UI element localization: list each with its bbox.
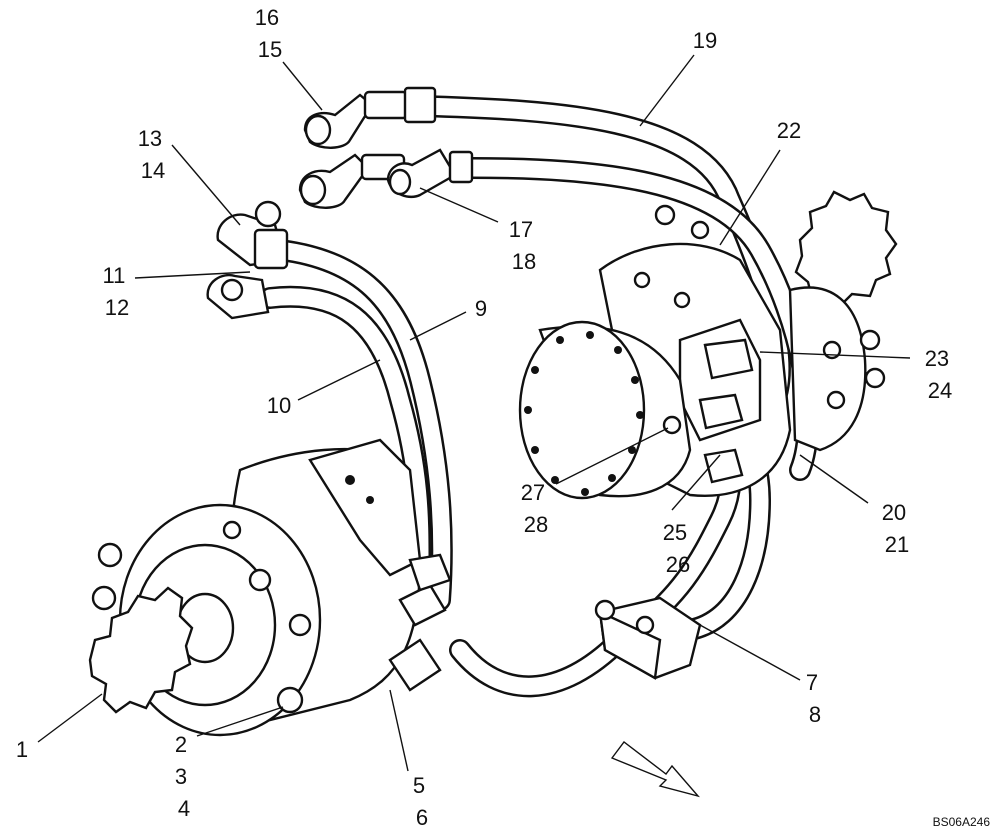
- callout-27-28: 27 28: [521, 480, 552, 537]
- hose-10: [259, 285, 431, 571]
- fittings-17-18: [298, 148, 474, 209]
- right-motor-end-cover: [518, 320, 646, 500]
- callout-9: 9: [475, 296, 487, 321]
- callout-22: 22: [777, 118, 801, 143]
- callout-7-8: 7 8: [806, 670, 824, 727]
- direction-arrow: [610, 741, 701, 798]
- callout-5-6: 5 6: [413, 773, 431, 830]
- callout-10: 10: [267, 393, 291, 418]
- callout-13-14: 13 14: [138, 126, 169, 183]
- right-drive-motor: [518, 190, 898, 500]
- reference-code: BS06A246: [933, 815, 991, 829]
- callout-19: 19: [693, 28, 717, 53]
- left-motor-fittings: [388, 553, 452, 692]
- callout-20-21: 20 21: [882, 500, 913, 557]
- fittings-15-16: [303, 86, 437, 149]
- fittings-11-14: [206, 200, 289, 320]
- left-sprocket: [88, 586, 194, 714]
- callout-1: 1: [16, 737, 28, 762]
- hose-9: [269, 239, 453, 611]
- callout-17-18: 17 18: [509, 217, 540, 274]
- right-motor-flange: [788, 286, 867, 452]
- right-motor-fittings: [698, 338, 754, 484]
- callout-15-16: 16 15: [255, 5, 286, 62]
- right-motor-bolts: [633, 204, 886, 435]
- callouts: 1 2 3 4 5 6 7 8 9 10 11 12 13 14 16: [16, 5, 956, 830]
- leader-lines: [37, 54, 911, 772]
- callout-2-4: 2 3 4: [175, 732, 193, 821]
- right-motor-cover-bolts: [524, 331, 644, 496]
- valve-block-7: [594, 596, 702, 680]
- callout-11-12: 11 12: [103, 263, 132, 320]
- left-motor-bolts: [91, 520, 312, 714]
- callout-25-26: 25 26: [663, 520, 694, 577]
- left-drive-motor: [88, 438, 422, 737]
- callout-23-24: 23 24: [925, 346, 956, 403]
